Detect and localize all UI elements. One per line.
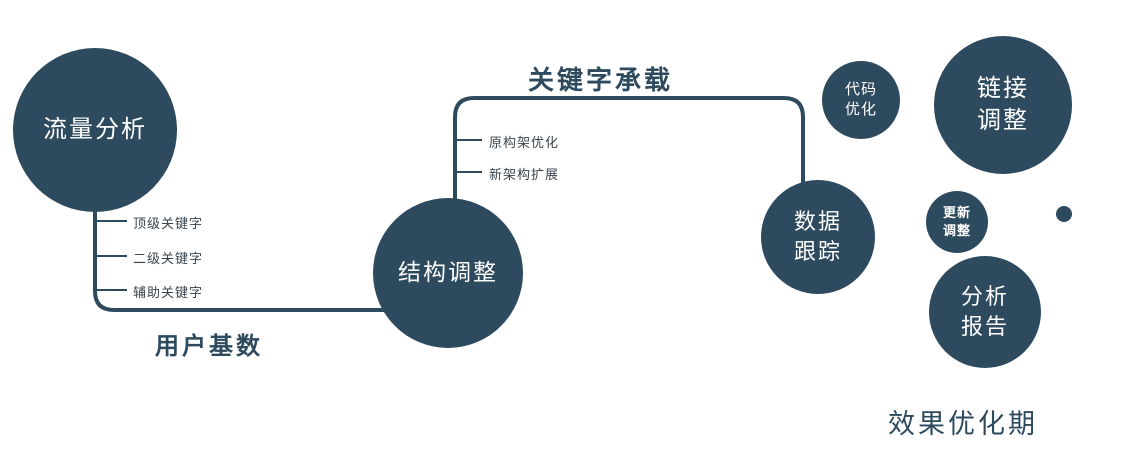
node-update-adjustment-line2: 调整: [942, 223, 971, 238]
dot-marker: [1056, 206, 1072, 222]
node-analysis-report-line2: 报告: [960, 314, 1009, 339]
node-analysis-report-line1: 分析: [960, 284, 1009, 310]
node-code-optimization-line2: 优化: [844, 101, 877, 118]
node-data-tracking-line2: 跟踪: [793, 239, 842, 264]
node-link-adjustment-line1: 链接: [977, 74, 1029, 102]
edge-keyword-carry-line: [453, 96, 805, 240]
node-link-adjustment: 链接 调整: [934, 36, 1072, 174]
node-link-adjustment-line2: 调整: [977, 107, 1029, 134]
footer-label-effect-period: 效果优化期: [888, 409, 1038, 439]
edge-label-keyword-carry: 关键字承载: [528, 65, 674, 95]
node-code-optimization: 代码 优化: [822, 61, 900, 139]
node-update-adjustment: 更新 调整: [926, 191, 988, 253]
branch-label-top-keywords: 顶级关键字: [133, 216, 204, 231]
node-analysis-report: 分析 报告: [929, 256, 1041, 368]
edge-user-base-line: [93, 160, 400, 312]
branch-label-aux-keywords: 辅助关键字: [133, 285, 204, 300]
node-data-tracking-line1: 数据: [793, 209, 842, 235]
node-structure-adjust-label: 结构调整: [398, 259, 498, 286]
node-traffic-analysis: 流量分析: [13, 48, 177, 212]
branch-label-second-keywords: 二级关键字: [133, 251, 204, 266]
edge-label-user-base: 用户基数: [155, 333, 263, 360]
node-update-adjustment-line1: 更新: [942, 205, 971, 221]
node-traffic-analysis-label: 流量分析: [43, 115, 147, 143]
node-data-tracking: 数据 跟踪: [761, 180, 875, 294]
node-code-optimization-line1: 代码: [844, 80, 877, 98]
node-structure-adjust: 结构调整: [373, 198, 523, 348]
branch-label-frame-expand: 新架构扩展: [489, 167, 560, 182]
branch-label-frame-optimize: 原构架优化: [489, 135, 560, 150]
